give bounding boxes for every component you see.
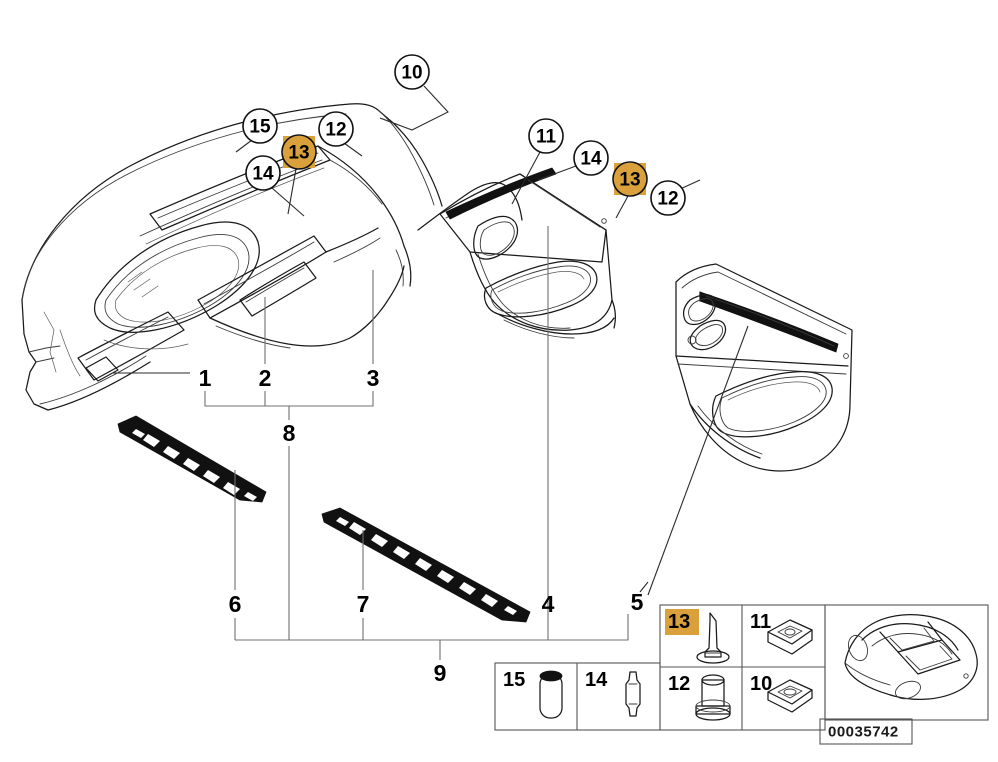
callout-ring [573, 140, 609, 176]
legend-cell-label: 15 [503, 669, 525, 691]
callout-14[interactable]: 14 [573, 140, 609, 176]
item-number-9[interactable]: 9 [434, 660, 447, 686]
legend-cell-label: 10 [750, 673, 772, 695]
knurled-sleeve-icon [539, 670, 563, 719]
legend-cell-label: 11 [750, 611, 771, 633]
item-number-6[interactable]: 6 [229, 591, 242, 617]
leader-lines [112, 85, 701, 660]
legend-cell-15[interactable]: 15 [503, 669, 525, 691]
item-number-4[interactable]: 4 [542, 591, 555, 617]
dashboard-assembly [21, 103, 443, 411]
drawing-id-text: 00035742 [828, 724, 899, 741]
callout-label: 15 [249, 117, 271, 138]
legend-cell-14[interactable]: 14 [585, 669, 608, 691]
square-clip-icon [767, 619, 813, 655]
callout-ring [281, 134, 317, 170]
parts-legend [494, 604, 989, 745]
callout-13-highlighted[interactable]: 13 [612, 161, 648, 197]
callout-14[interactable]: 14 [245, 155, 281, 191]
legend-label-layer: 13 11 15 14 12 10 [503, 609, 772, 695]
callout-highlight-box [614, 163, 646, 195]
trim-strip-part-6 [117, 415, 267, 503]
callout-ring [394, 54, 430, 90]
front-door-panel [417, 167, 616, 592]
pin-clip-icon [625, 671, 641, 717]
callout-10[interactable]: 10 [394, 54, 430, 90]
callout-12[interactable]: 12 [650, 180, 686, 216]
legend-cell-13[interactable]: 13 [665, 609, 699, 635]
callout-label: 13 [288, 143, 309, 164]
flat-square-clip-icon [767, 679, 813, 713]
callout-ring [612, 161, 648, 197]
callout-15[interactable]: 15 [242, 108, 278, 144]
callout-11[interactable]: 11 [528, 118, 564, 154]
callout-ring [650, 180, 686, 216]
item-number-2[interactable]: 2 [259, 365, 272, 391]
callout-label: 11 [536, 127, 557, 148]
item-number-8[interactable]: 8 [283, 420, 296, 446]
callout-13-highlighted[interactable]: 13 [281, 134, 317, 170]
legend-cell-12[interactable]: 12 [668, 673, 690, 695]
callout-12[interactable]: 12 [318, 111, 354, 147]
item-number-layer: 1 2 3 8 6 7 4 5 9 [199, 365, 644, 686]
rear-door-panel [647, 263, 853, 596]
callout-highlight-box [283, 136, 315, 168]
callout-label: 12 [325, 120, 346, 141]
legend-cell-label: 13 [668, 611, 690, 633]
item-number-7[interactable]: 7 [357, 591, 370, 617]
callout-ring [528, 118, 564, 154]
legend-cell-label: 14 [585, 669, 608, 691]
flanged-grommet-icon [695, 674, 731, 721]
callout-label: 14 [252, 164, 274, 185]
callout-label: 12 [657, 189, 678, 210]
callout-label: 10 [401, 63, 422, 84]
callout-ring [318, 111, 354, 147]
callout-ring [245, 155, 281, 191]
callout-ring [242, 108, 278, 144]
legend-cell-11[interactable]: 11 [750, 611, 771, 633]
callout-label: 13 [619, 170, 640, 191]
item-number-3[interactable]: 3 [367, 365, 380, 391]
expanding-rivet-icon [696, 612, 730, 664]
item-number-1[interactable]: 1 [199, 365, 212, 391]
item-number-5[interactable]: 5 [631, 589, 644, 615]
callout-layer: 10 15 12 13 14 11 14 13 12 [242, 54, 686, 216]
trim-strip-part-7 [321, 507, 531, 623]
legend-cell-label: 12 [668, 673, 690, 695]
legend-cell-10[interactable]: 10 [750, 673, 772, 695]
legend-highlight-box [665, 609, 699, 635]
callout-label: 14 [580, 149, 602, 170]
sedan-car-icon [844, 614, 978, 700]
